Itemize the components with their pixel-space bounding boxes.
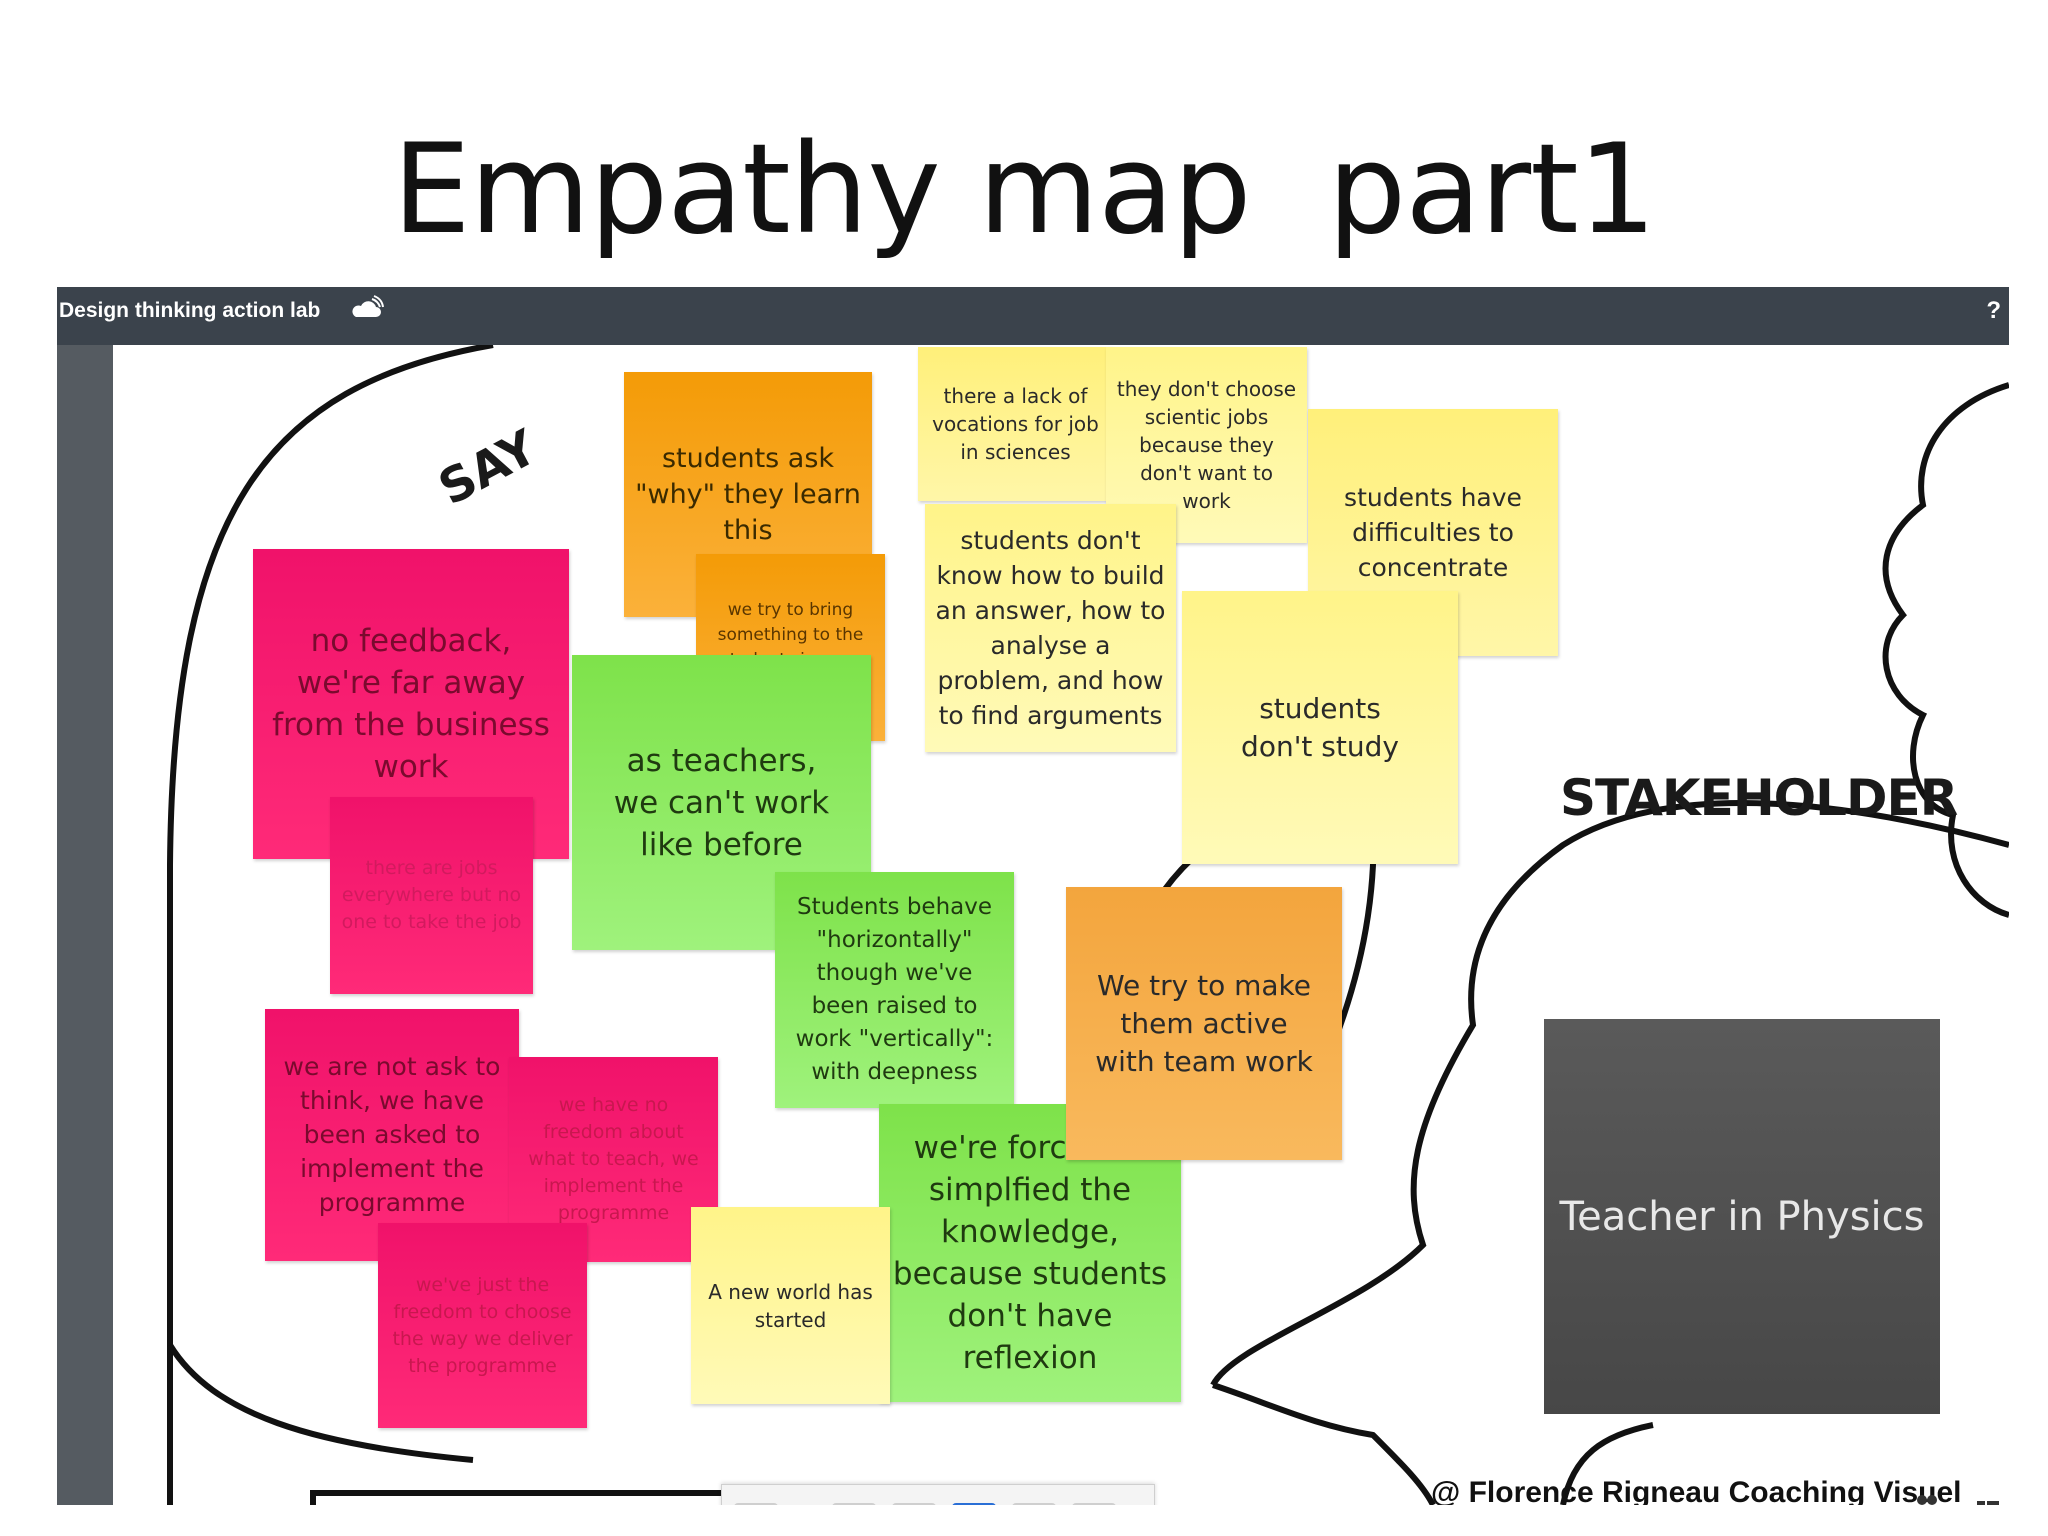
- sticky-note[interactable]: we are not ask to think, we have been as…: [265, 1009, 519, 1261]
- users-icon[interactable]: [1910, 1489, 1944, 1505]
- cloud-sync-icon[interactable]: [350, 295, 384, 325]
- slide-title: Empathy map part1: [392, 118, 1656, 262]
- credit-text: @ Florence Rigneau Coaching Visuel: [1431, 1476, 1962, 1505]
- frame-icon[interactable]: [952, 1503, 996, 1505]
- left-panel-strip: [57, 345, 113, 1505]
- corner-tools: [1910, 1489, 2005, 1505]
- stakeholder-card[interactable]: Teacher in Physics: [1544, 1019, 1940, 1414]
- sticky-note[interactable]: Students behave "horizontally" though we…: [775, 872, 1014, 1108]
- top-toolbar: Design thinking action lab ?: [57, 287, 2009, 345]
- sticky-note[interactable]: We try to make them active with team wor…: [1066, 887, 1342, 1160]
- camera-icon[interactable]: [734, 1503, 778, 1505]
- sticky-note[interactable]: students don't study: [1182, 591, 1458, 864]
- stakeholder-label: STAKEHOLDER: [1560, 769, 1958, 827]
- add-user-icon[interactable]: [832, 1503, 876, 1505]
- sticky-note[interactable]: A new world has started: [691, 1207, 890, 1404]
- blank-icon[interactable]: [1012, 1503, 1056, 1505]
- layout-icon[interactable]: [1971, 1489, 2005, 1505]
- photo-icon[interactable]: [892, 1503, 936, 1505]
- sticky-note[interactable]: there a lack of vocations for job in sci…: [918, 347, 1113, 501]
- app-window: Design thinking action lab ? SAY STAKEHO: [57, 287, 2009, 1505]
- stakeholder-name: Teacher in Physics: [1559, 1193, 1925, 1240]
- help-button[interactable]: ?: [1986, 297, 2001, 324]
- app-name: Design thinking action lab: [59, 299, 321, 322]
- sticky-note[interactable]: there are jobs everywhere but no one to …: [330, 797, 533, 994]
- image-icon[interactable]: [1072, 1503, 1116, 1505]
- sticky-note[interactable]: students don't know how to build an answ…: [925, 504, 1176, 752]
- map-canvas[interactable]: SAY STAKEHOLDER no feedback, we're far a…: [113, 345, 2009, 1505]
- bottom-toolbar: [721, 1484, 1155, 1505]
- sticky-note[interactable]: we've just the freedom to choose the way…: [378, 1223, 587, 1428]
